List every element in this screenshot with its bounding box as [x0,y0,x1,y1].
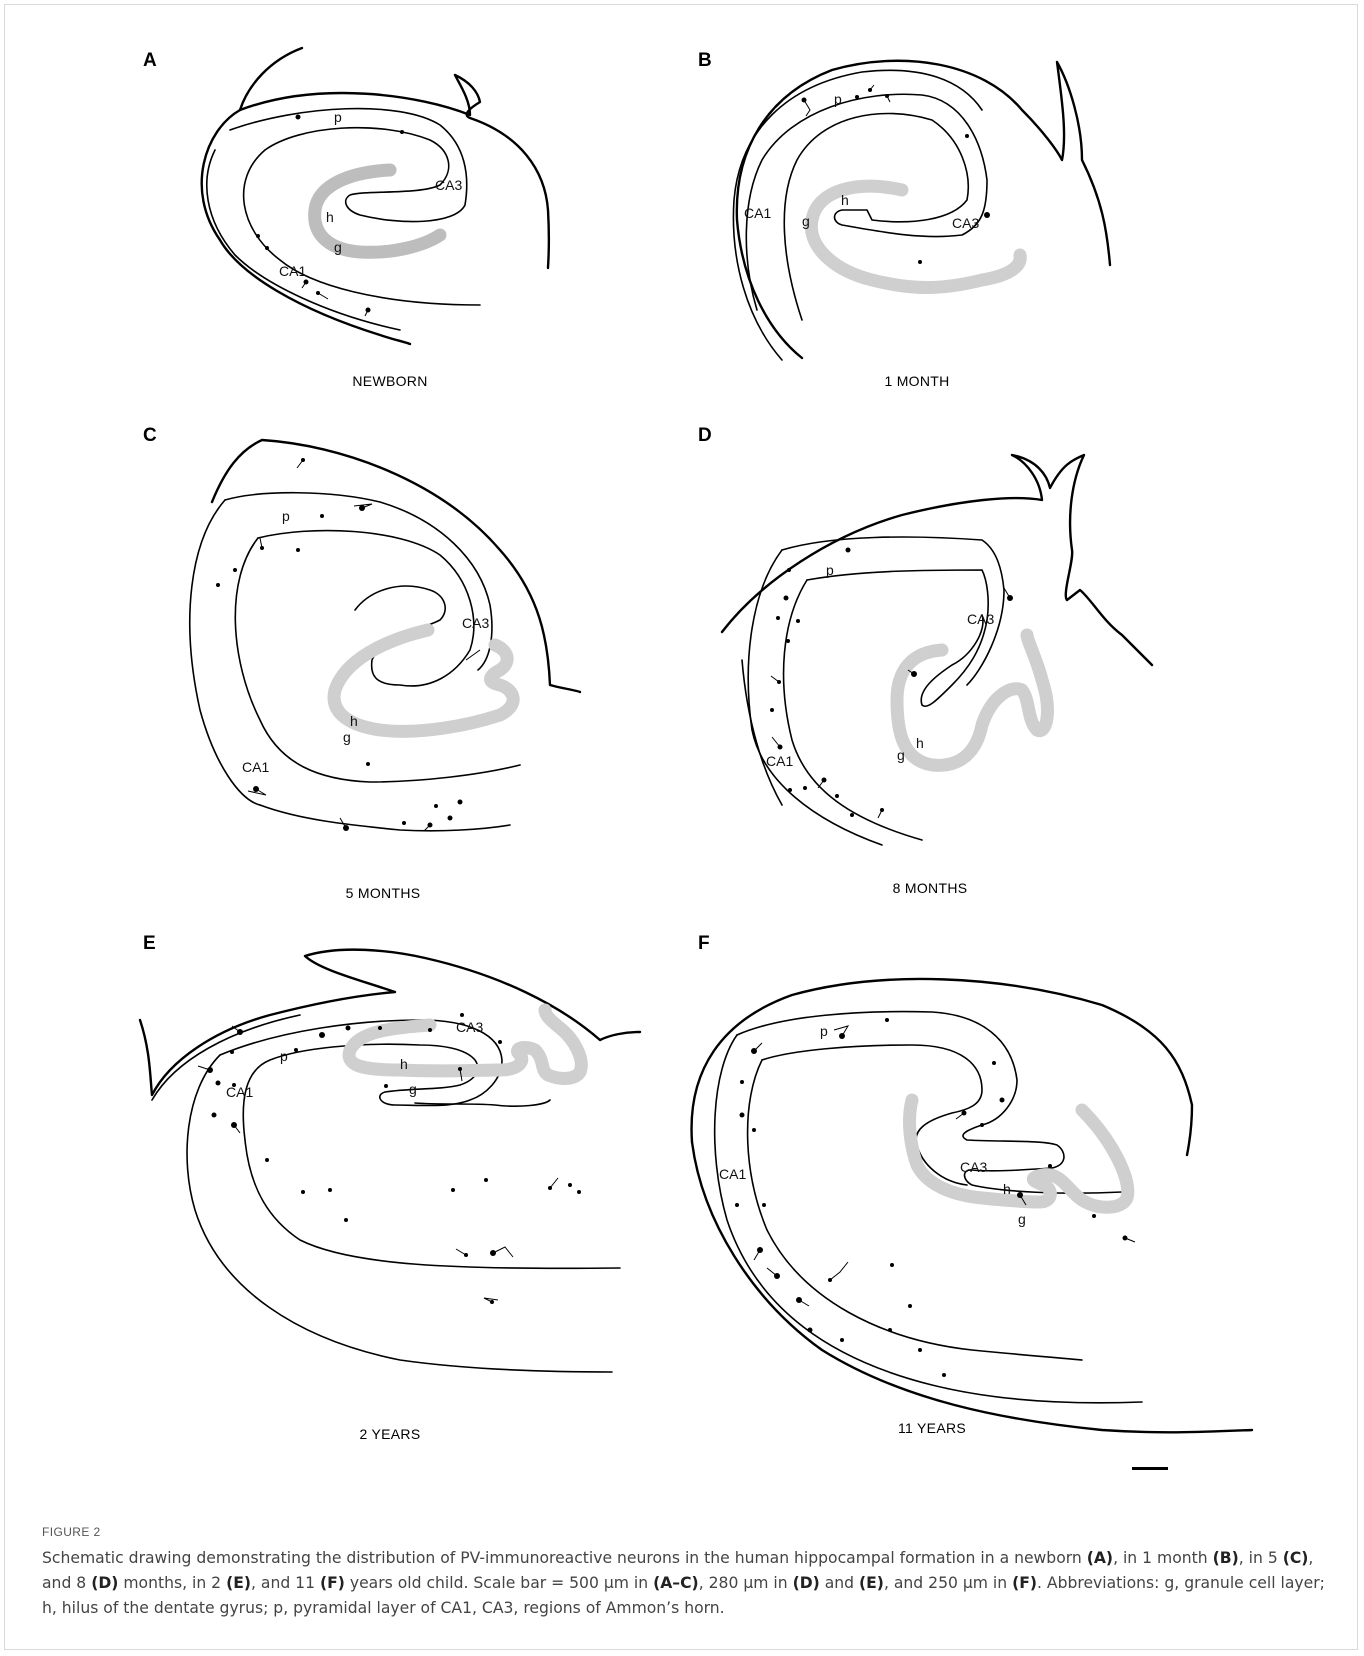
label-g-b: g [802,213,810,229]
label-g-e: g [409,1081,417,1097]
label-p-a: p [334,109,342,125]
age-caption-a: NEWBORN [290,373,490,389]
label-ca3-e: CA3 [456,1019,483,1035]
panel-a: A p CA3 h g CA1 NEWBORN [0,0,682,420]
label-ca1-d: CA1 [766,753,793,769]
figure-label: FIGURE 2 [42,1525,101,1539]
label-p-b: p [834,91,842,107]
caption-text: , in 1 month [1113,1549,1213,1567]
caption-panel-ref: (F) [320,1574,345,1592]
panel-f-drawing: p CA1 CA3 h g [682,920,1364,1480]
age-caption-f: 11 YEARS [832,1420,1032,1436]
label-ca1-b: CA1 [744,205,771,221]
caption-text: , in 5 [1239,1549,1283,1567]
label-h-e: h [400,1056,408,1072]
pv-neurons-c [216,458,480,831]
label-h-c: h [350,713,358,729]
panel-d: D p CA3 h g CA1 8 MONTHS [682,420,1364,920]
label-ca1-a: CA1 [279,263,306,279]
pv-neurons-d [770,548,1013,819]
label-g-a: g [334,239,342,255]
label-p-f: p [820,1023,828,1039]
panel-a-drawing: p CA3 h g CA1 [0,0,682,420]
pv-neurons-b [802,85,991,264]
caption-panel-ref: (E) [226,1574,251,1592]
caption-panel-ref: (A–C) [653,1574,699,1592]
panel-e-drawing: p CA3 h g CA1 [0,920,682,1480]
label-p-e: p [280,1048,288,1064]
caption-text: years old child. Scale bar = 500 µm in [345,1574,653,1592]
age-caption-d: 8 MONTHS [830,880,1030,896]
caption-panel-ref: (A) [1087,1549,1113,1567]
panel-d-drawing: p CA3 h g CA1 [682,420,1364,920]
caption-panel-ref: (C) [1283,1549,1309,1567]
caption-text: , and 250 µm in [884,1574,1012,1592]
age-caption-c: 5 MONTHS [283,885,483,901]
label-p-c: p [282,508,290,524]
panel-b-drawing: p CA1 g h CA3 [682,0,1364,420]
label-ca3-c: CA3 [462,615,489,631]
label-g-c: g [343,729,351,745]
age-caption-b: 1 MONTH [817,373,1017,389]
label-ca1-c: CA1 [242,759,269,775]
age-caption-e: 2 YEARS [290,1426,490,1442]
label-ca3-d: CA3 [967,611,994,627]
scale-bar [1132,1467,1168,1470]
caption-text: months, in 2 [118,1574,226,1592]
label-h-d: h [916,735,924,751]
label-g-d: g [897,747,905,763]
panel-f: F p CA1 CA3 h g 11 YEA [682,920,1364,1480]
label-ca1-f: CA1 [719,1166,746,1182]
label-ca3-b: CA3 [952,215,979,231]
figure-caption: Schematic drawing demonstrating the dist… [42,1546,1332,1621]
caption-panel-ref: (F) [1012,1574,1037,1592]
label-h-f: h [1003,1181,1011,1197]
caption-panel-ref: (D) [793,1574,820,1592]
label-ca3-f: CA3 [960,1159,987,1175]
panel-c: C p CA3 h g CA1 5 MONTHS [0,420,682,920]
caption-text: , and 11 [251,1574,320,1592]
label-ca3-a: CA3 [435,177,462,193]
caption-text: and [820,1574,859,1592]
caption-panel-ref: (B) [1213,1549,1239,1567]
panel-c-drawing: p CA3 h g CA1 [0,420,682,920]
panel-b: B p CA1 g h CA3 1 MONTH [682,0,1364,420]
label-h-b: h [841,192,849,208]
label-ca1-e: CA1 [226,1084,253,1100]
caption-text: , 280 µm in [699,1574,793,1592]
caption-text: Schematic drawing demonstrating the dist… [42,1549,1087,1567]
panel-e: E p CA3 h g CA1 2 YEARS [0,920,682,1480]
caption-panel-ref: (E) [859,1574,884,1592]
label-h-a: h [326,209,334,225]
label-g-f: g [1018,1211,1026,1227]
label-p-d: p [826,562,834,578]
caption-panel-ref: (D) [91,1574,118,1592]
